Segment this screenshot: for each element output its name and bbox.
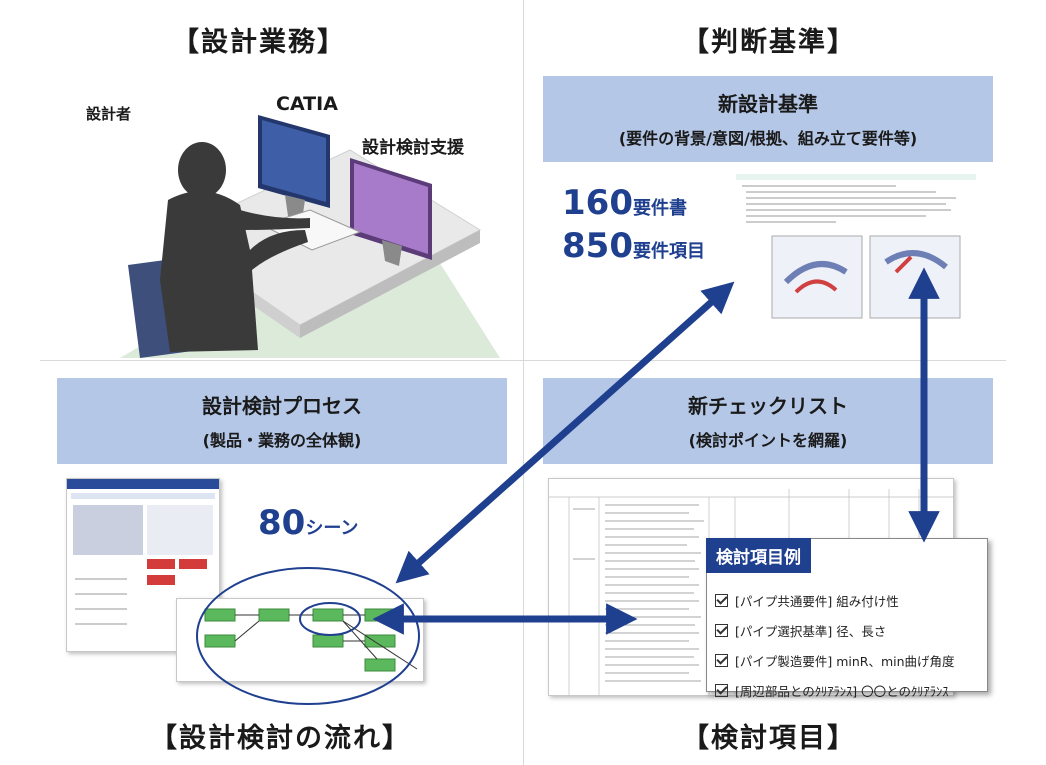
- design-support-label: 設計検討支援: [362, 138, 464, 158]
- requirement-items-unit: 要件項目: [632, 241, 705, 262]
- flow-highlight-ellipses: [196, 567, 420, 705]
- example-item: [パイプ製造要件] minR、min曲げ角度: [715, 651, 955, 670]
- new-checklist-box: 新チェックリスト (検討ポイントを網羅): [543, 378, 993, 464]
- horizontal-divider: [40, 360, 1006, 361]
- examples-header: 検討項目例: [706, 538, 811, 573]
- process-title: 設計検討プロセス: [202, 394, 362, 418]
- scenes-number: 80: [258, 503, 306, 543]
- requirement-items-number: 850: [562, 226, 633, 266]
- vertical-divider: [523, 0, 524, 765]
- checklist-title: 新チェックリスト: [688, 394, 848, 418]
- new-design-criteria-box: 新設計基準 (要件の背景/意図/根拠、組み立て要件等): [543, 76, 993, 162]
- requirement-docs-number: 160: [562, 183, 633, 223]
- examples-list: [パイプ共通要件] 組み付け性 [パイプ選択基準] 径、長さ [パイプ製造要件]…: [715, 591, 955, 711]
- example-item: [パイプ共通要件] 組み付け性: [715, 591, 955, 610]
- checkbox-checked-icon: [715, 594, 728, 607]
- example-item: [周辺部品とのｸﾘｱﾗﾝｽ] 〇〇とのｸﾘｱﾗﾝｽ: [715, 681, 955, 700]
- flow-diagram-thumbnail: [176, 598, 424, 682]
- checkbox-checked-icon: [715, 624, 728, 637]
- example-item-label: [パイプ選択基準] 径、長さ: [735, 624, 887, 639]
- scenes-unit: シーン: [305, 518, 359, 539]
- example-item-label: [パイプ共通要件] 組み付け性: [735, 594, 899, 609]
- criteria-title: 新設計基準: [718, 92, 818, 116]
- criteria-subtitle: (要件の背景/意図/根拠、組み立て要件等): [618, 129, 918, 148]
- checklist-subtitle: (検討ポイントを網羅): [688, 431, 848, 450]
- review-item-examples-panel: 検討項目例 [パイプ共通要件] 組み付け性 [パイプ選択基準] 径、長さ [パイ…: [706, 538, 988, 699]
- scenes-count: 80シーン: [258, 503, 358, 543]
- design-process-box: 設計検討プロセス (製品・業務の全体観): [57, 378, 507, 464]
- process-screenshot-thumbnail: [66, 478, 220, 652]
- requirement-docs-count: 160要件書: [562, 183, 687, 223]
- catia-label: CATIA: [276, 93, 338, 115]
- designer-workstation-illustration: [120, 115, 500, 358]
- example-item: [パイプ選択基準] 径、長さ: [715, 621, 955, 640]
- checkbox-checked-icon: [715, 684, 728, 697]
- checkbox-checked-icon: [715, 654, 728, 667]
- title-criteria: 【判断基準】: [682, 27, 856, 58]
- requirement-docs-unit: 要件書: [632, 198, 687, 219]
- title-design-flow: 【設計検討の流れ】: [150, 723, 411, 754]
- title-design-work: 【設計業務】: [172, 27, 346, 58]
- designer-label: 設計者: [86, 105, 132, 123]
- title-review-items: 【検討項目】: [682, 723, 856, 754]
- requirement-items-count: 850要件項目: [562, 226, 705, 266]
- example-item-label: [パイプ製造要件] minR、min曲げ角度: [735, 654, 955, 669]
- requirement-document-thumbnail: [736, 172, 976, 332]
- example-item-label: [周辺部品とのｸﾘｱﾗﾝｽ] 〇〇とのｸﾘｱﾗﾝｽ: [735, 684, 949, 699]
- process-subtitle: (製品・業務の全体観): [202, 431, 362, 450]
